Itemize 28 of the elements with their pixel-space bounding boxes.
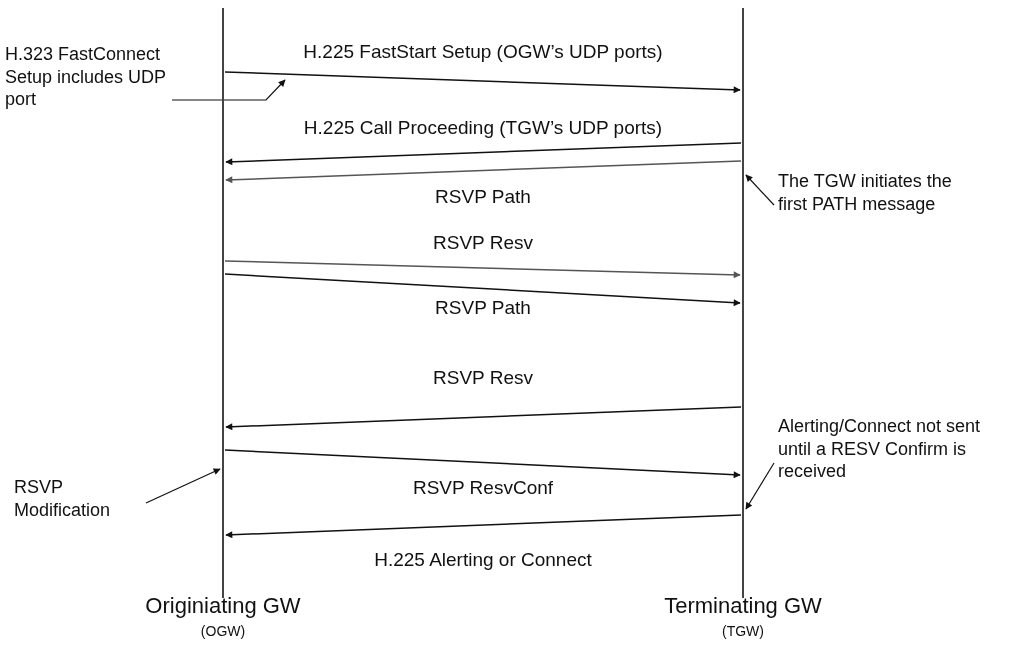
edge-label: RSVP Path xyxy=(435,187,531,208)
edge-label: RSVP Path xyxy=(435,298,531,319)
participant-name: Originiating GW xyxy=(144,593,302,619)
participant-abbreviation: (OGW) xyxy=(199,623,247,639)
annotation-text: RSVP Modification xyxy=(14,476,144,521)
leader-line xyxy=(171,79,286,101)
message-arrow xyxy=(225,406,742,431)
edge-label: RSVP ResvConf xyxy=(412,478,554,499)
message-arrow xyxy=(224,449,741,479)
participant-name: Terminating GW xyxy=(663,593,823,619)
message-arrow xyxy=(225,160,742,184)
leader-line xyxy=(145,468,221,504)
annotation-text: The TGW initiates the first PATH message xyxy=(778,170,956,215)
message-arrow xyxy=(224,71,741,94)
message-arrow xyxy=(224,273,741,307)
edge-label: RSVP Resv xyxy=(433,368,533,389)
annotation-text: H.323 FastConnect Setup includes UDP port xyxy=(5,43,170,111)
leader-line xyxy=(745,174,775,206)
edge-label: H.225 Call Proceeding (TGW’s UDP ports) xyxy=(303,118,663,139)
message-arrow xyxy=(224,260,741,279)
message-arrow xyxy=(225,142,742,166)
edge-label: RSVP Resv xyxy=(433,233,533,254)
edge-label: H.225 FastStart Setup (OGW’s UDP ports) xyxy=(303,42,663,63)
edge-label: H.225 Alerting or Connect xyxy=(374,550,592,571)
message-arrow xyxy=(225,514,742,539)
participant-abbreviation: (TGW) xyxy=(721,623,765,639)
annotation-text: Alerting/Connect not sent until a RESV Confirm is received xyxy=(778,415,1006,483)
leader-line xyxy=(745,462,775,510)
